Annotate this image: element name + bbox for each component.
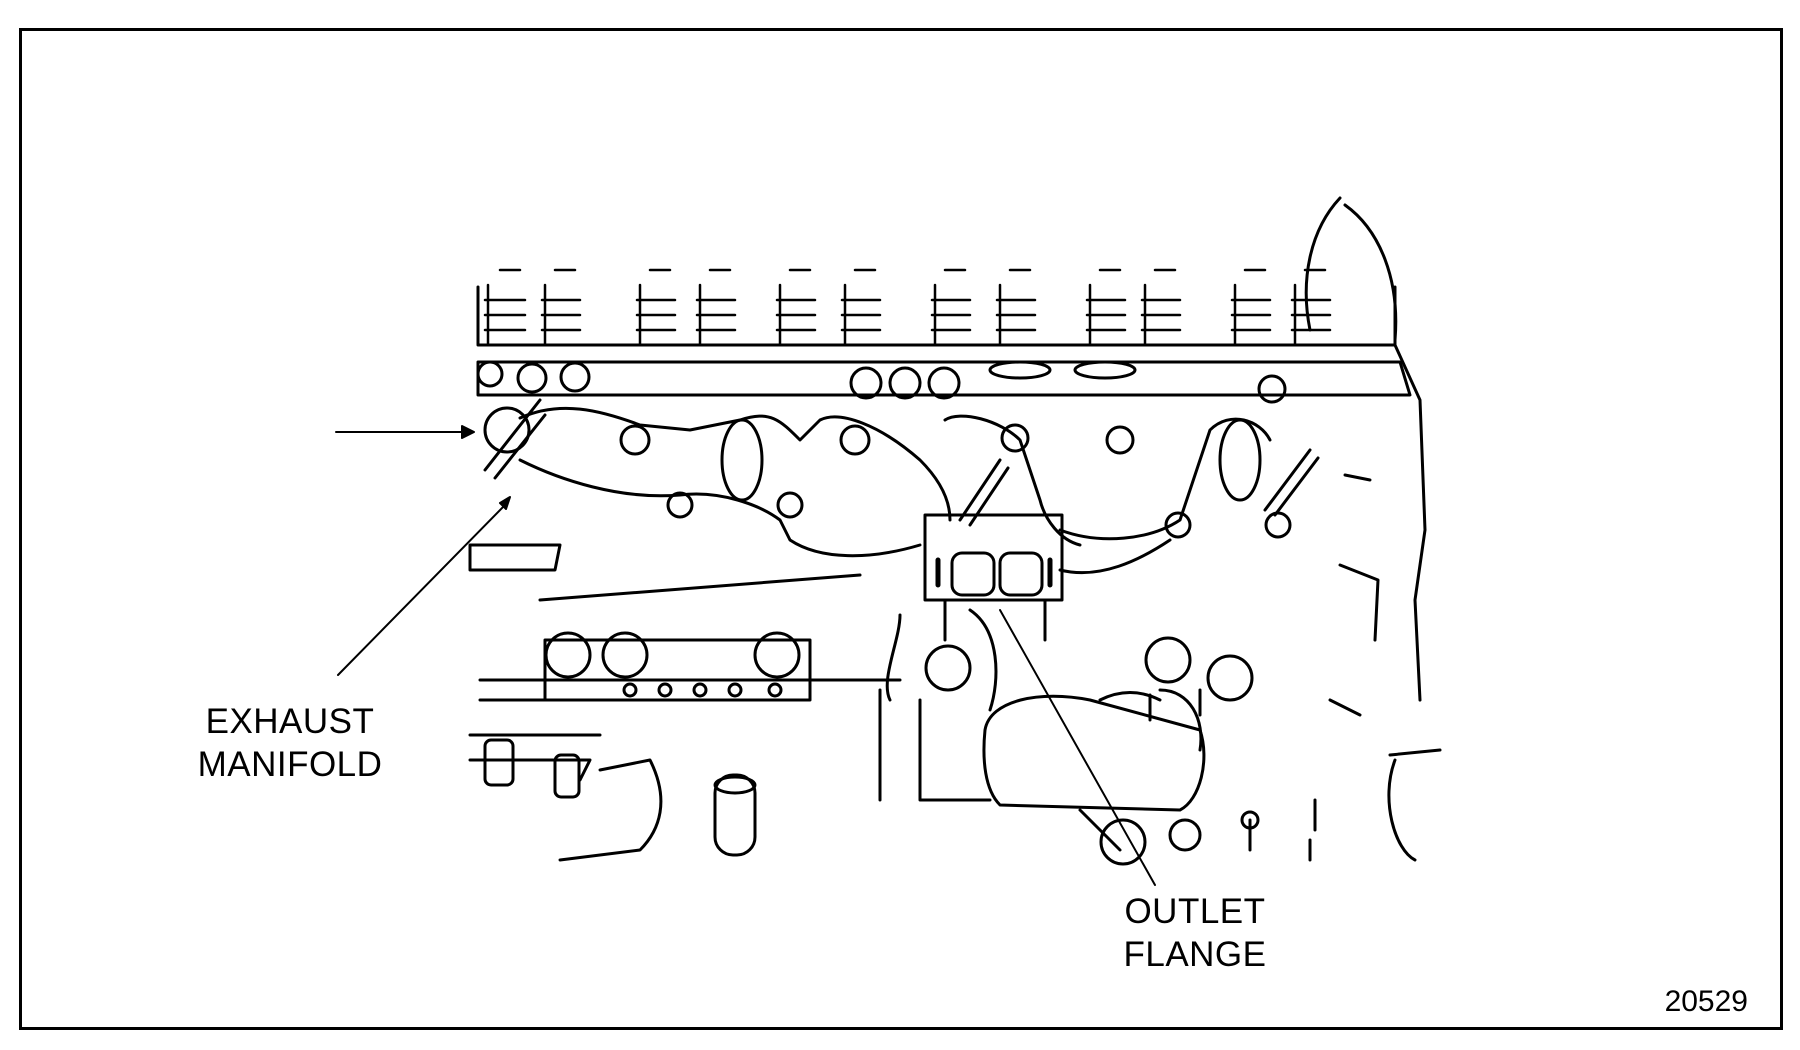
outlet-flange-leader xyxy=(999,609,1156,886)
valve-springs xyxy=(483,268,1332,347)
outlet-flange-label-line1: OUTLET xyxy=(1124,892,1266,931)
exhaust-manifold-arrowhead xyxy=(461,425,475,439)
leader-lines xyxy=(335,425,1156,886)
exhaust-manifold-shape xyxy=(483,398,1320,575)
exhaust-manifold-label-line2: MANIFOLD xyxy=(197,745,383,784)
flywheel-housing xyxy=(1304,196,1427,862)
engine-block-lower xyxy=(468,473,1442,866)
outlet-flange-label: OUTLET FLANGE xyxy=(1075,890,1315,976)
exhaust-manifold-label: EXHAUST MANIFOLD xyxy=(170,700,410,786)
figure-frame xyxy=(19,28,1783,1030)
figure-number: 20529 xyxy=(1664,985,1748,1018)
outlet-flange-shape xyxy=(923,513,1064,642)
exhaust-manifold-leader xyxy=(337,504,506,676)
exhaust-manifold-label-line1: EXHAUST xyxy=(205,702,375,741)
valve-train xyxy=(476,268,1412,404)
outlet-flange-label-line2: FLANGE xyxy=(1123,935,1267,974)
